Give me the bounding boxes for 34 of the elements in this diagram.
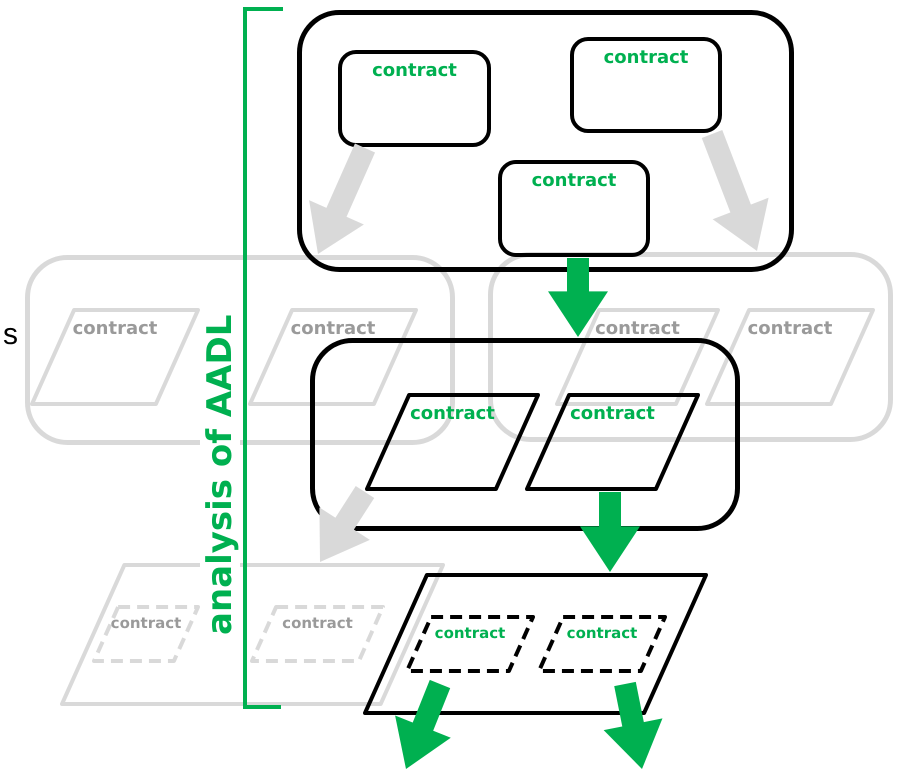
faded-contract-label: contract bbox=[110, 614, 182, 632]
faded-contract-label: contract bbox=[72, 318, 158, 339]
faded-component-parallelogram bbox=[30, 308, 200, 406]
partial-text: s bbox=[3, 318, 18, 351]
contract-label: contract bbox=[604, 47, 688, 68]
faded-dashed-component-parallelogram bbox=[250, 605, 385, 663]
block-arrow bbox=[604, 682, 662, 772]
faded-component-parallelogram bbox=[705, 308, 875, 406]
system-box bbox=[310, 338, 740, 531]
contract-label: contract bbox=[410, 403, 495, 424]
component-parallelogram bbox=[365, 393, 540, 491]
component-box bbox=[570, 37, 722, 133]
faded-component-parallelogram bbox=[555, 308, 720, 406]
component-box bbox=[498, 160, 650, 257]
dashed-component-parallelogram bbox=[537, 615, 667, 673]
faded-dashed-component-parallelogram bbox=[92, 605, 200, 663]
component-parallelogram bbox=[363, 573, 708, 715]
faded-contract-label: contract bbox=[282, 614, 353, 632]
faded-component-parallelogram bbox=[248, 308, 418, 406]
contract-label: contract bbox=[532, 170, 616, 191]
contract-label: contract bbox=[570, 403, 655, 424]
component-parallelogram bbox=[525, 393, 700, 491]
faded-contract-label: contract bbox=[595, 318, 680, 339]
vertical-title: analysis of AADL bbox=[200, 314, 240, 635]
faded-contract-label: contract bbox=[290, 318, 376, 339]
block-arrow bbox=[548, 258, 608, 337]
component-box bbox=[338, 50, 491, 147]
dashed-component-parallelogram bbox=[405, 615, 535, 673]
contract-label: contract bbox=[566, 624, 638, 642]
contract-label: contract bbox=[372, 60, 457, 81]
contract-label: contract bbox=[434, 624, 506, 642]
system-box bbox=[297, 10, 794, 272]
block-arrow bbox=[580, 492, 640, 572]
faded-contract-label: contract bbox=[748, 318, 832, 339]
